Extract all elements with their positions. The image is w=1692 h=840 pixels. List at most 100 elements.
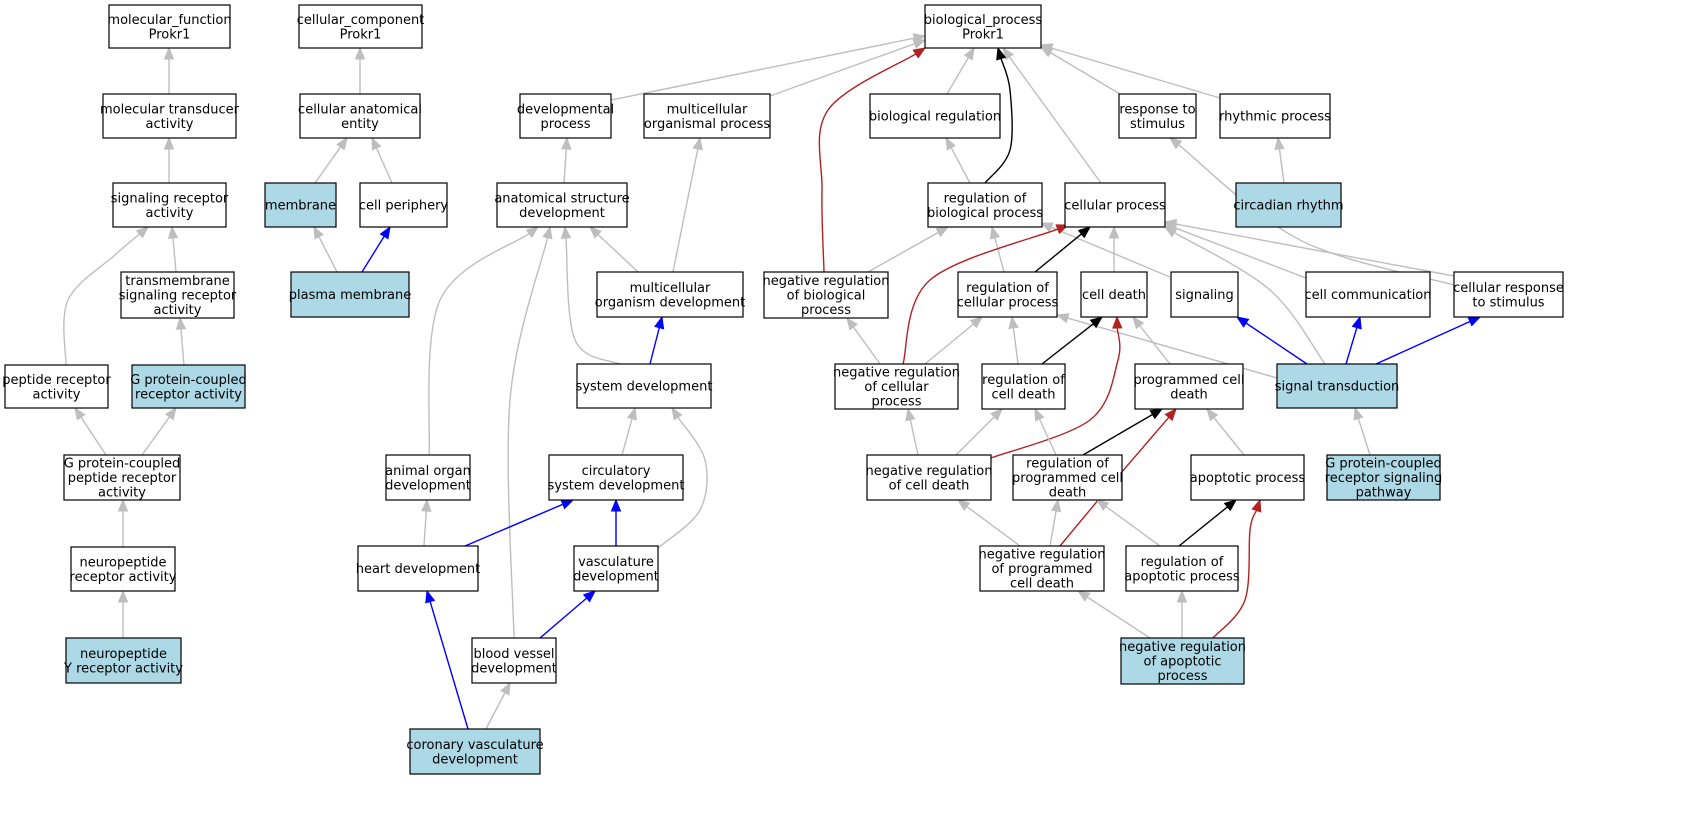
edge-line [63, 233, 141, 366]
node-cell-communication[interactable]: cell communication [1304, 271, 1432, 318]
node-rhythmic-process[interactable]: rhythmic process [1219, 93, 1331, 139]
edge-line [649, 327, 660, 365]
edge-gpc_peptide_receptor-to-gpcr_activity [141, 406, 177, 456]
node-label-line: cell periphery [359, 199, 449, 214]
node-box [299, 93, 421, 139]
edge-line [1345, 327, 1358, 365]
node-label-line: rhythmic process [1219, 110, 1331, 125]
edge-arrowhead [371, 136, 382, 151]
node-label-line: apoptotic process [1124, 569, 1240, 584]
edge-line [423, 510, 427, 547]
node-plasma-membrane[interactable]: plasma membrane [289, 271, 412, 318]
node-box [834, 363, 959, 410]
edge-line [1375, 320, 1471, 365]
edge-line [361, 235, 385, 273]
node-signal-transduction[interactable]: signal transduction [1275, 363, 1400, 409]
node-label-line: negative regulation [978, 548, 1105, 563]
edge-arrowhead [117, 589, 129, 603]
node-label-line: anatomical structure [494, 191, 629, 206]
edges-layer [63, 33, 1482, 730]
edge-reg_apoptotic-to-reg_prog_cell_death [1095, 499, 1161, 547]
node-bio-regulation[interactable]: biological regulation [869, 93, 1001, 139]
node-membrane[interactable]: membrane [264, 182, 337, 228]
node-box [1276, 363, 1398, 409]
edge-peptide_receptor-to-sig_receptor [63, 226, 150, 366]
node-cellular-process[interactable]: cellular process [1064, 182, 1166, 228]
edge-line [1139, 325, 1171, 365]
edge-line [1012, 327, 1019, 365]
edge-line [1245, 322, 1308, 365]
edge-cell_anat_entity-to-cc_root [354, 46, 366, 94]
edge-neg_reg_cell_process-to-neg_reg_bio_process [846, 316, 881, 365]
edge-line [1174, 232, 1326, 365]
node-label-line: blood vessel [473, 647, 554, 662]
edge-arrowhead [379, 225, 391, 240]
edge-reg_prog_cell_death-to-programmed_cell_death [1082, 408, 1164, 456]
node-system-dev[interactable]: system development [576, 363, 713, 409]
node-label-line: receptor activity [70, 570, 177, 585]
node-circadian-rhythm[interactable]: circadian rhythm [1233, 182, 1344, 228]
edge-line [1008, 56, 1102, 184]
node-signaling[interactable]: signaling [1170, 271, 1239, 318]
edge-line [180, 328, 185, 366]
edge-membrane-to-cell_anat_entity [314, 136, 348, 184]
edge-line [1082, 413, 1153, 456]
edge-line [867, 231, 939, 273]
edge-arrowhead [560, 499, 575, 510]
edge-arrowhead [163, 46, 175, 60]
node-label-line: multicellular [630, 281, 711, 296]
edge-arrowhead [692, 136, 703, 151]
node-cell-death[interactable]: cell death [1080, 271, 1148, 318]
edge-arrowhead [560, 225, 572, 239]
edge-line [507, 237, 549, 639]
edge-line [1038, 418, 1057, 456]
node-box [763, 271, 889, 319]
edge-arrowhead [500, 681, 511, 696]
node-box [108, 4, 231, 49]
edge-rhythmic_process-to-bp_root [1039, 43, 1221, 99]
node-heart-dev[interactable]: heart development [356, 545, 481, 592]
edge-line [924, 323, 974, 365]
node-cell-periphery[interactable]: cell periphery [359, 182, 449, 228]
node-label-line: development [573, 569, 659, 584]
edge-arrowhead [1095, 499, 1110, 511]
node-apoptotic-process[interactable]: apoptotic process [1190, 454, 1306, 501]
node-label-line: process [801, 303, 851, 318]
